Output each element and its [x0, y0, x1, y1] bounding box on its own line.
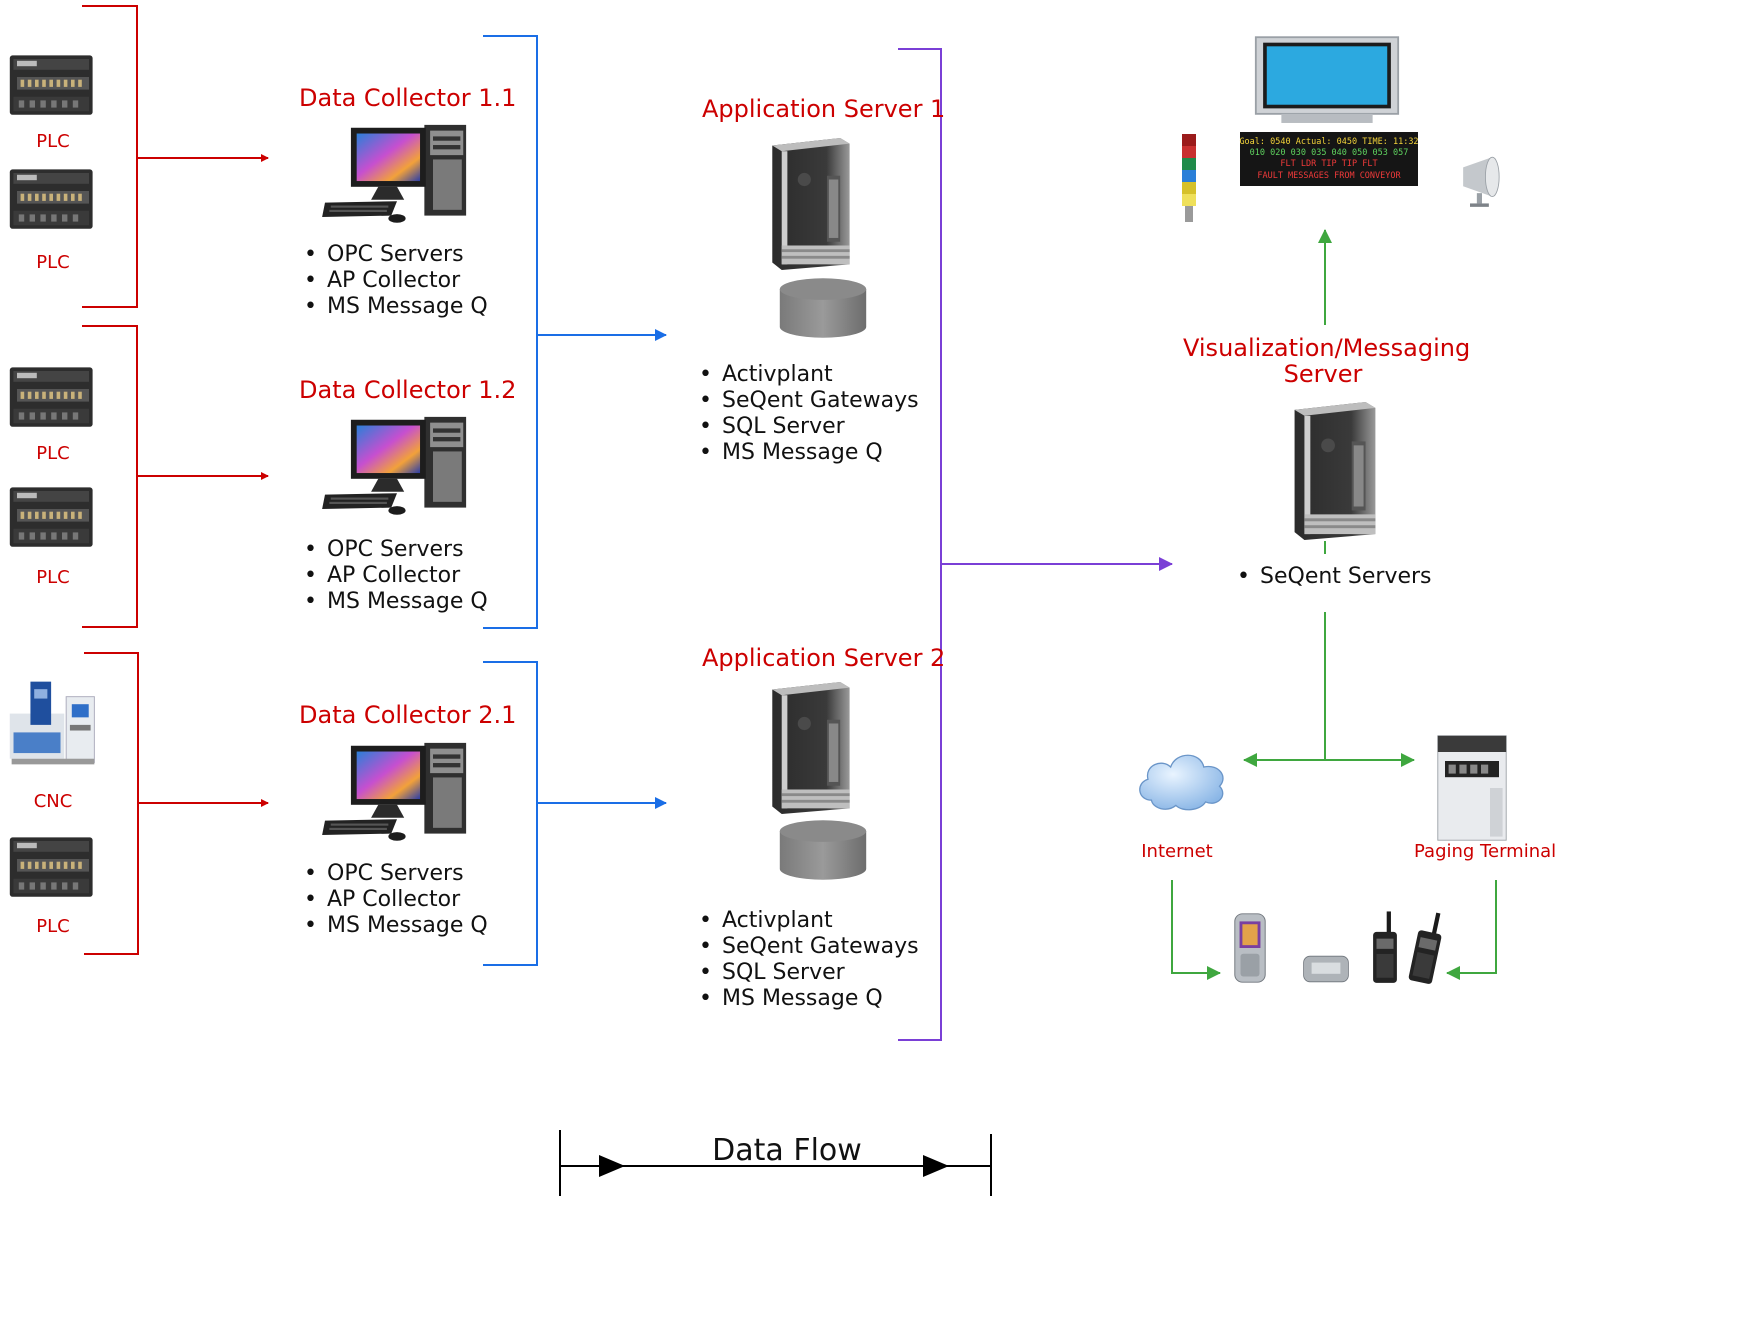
delivery-links: [1171, 229, 1497, 980]
bracket-collectors-1: [483, 35, 538, 629]
device-label-plc: PLC: [36, 567, 70, 588]
collector-title: Data Collector 2.1: [299, 701, 517, 729]
stack-light-icon: [1182, 134, 1196, 222]
desktop-computer-icon: [322, 416, 467, 515]
list-item: AP Collector: [302, 563, 488, 589]
cloud-icon: [1139, 754, 1224, 811]
server-tower-icon: [1294, 402, 1376, 540]
two-way-radio-icon: [1408, 909, 1447, 985]
database-icon: [779, 278, 867, 338]
pager-icon: [1303, 955, 1349, 983]
list-item: SeQent Servers: [1235, 564, 1432, 590]
collector-to-server-links: [483, 35, 667, 966]
arrow-paging-to-radios: [1446, 880, 1497, 980]
list-item: Activplant: [697, 362, 919, 388]
paging-terminal-label: Paging Terminal: [1414, 841, 1557, 862]
internet-label: Internet: [1141, 841, 1213, 862]
plc-icon: [9, 55, 93, 115]
device-label-cnc: CNC: [33, 791, 73, 812]
server-to-viz-links: [898, 48, 1173, 1041]
cell-phone-icon: [1234, 913, 1266, 983]
field-to-collector-links: [82, 5, 269, 955]
bracket-group-1: [82, 5, 138, 308]
field-devices: [9, 55, 95, 897]
horn-speaker-icon: [1462, 156, 1500, 208]
legend-label: Data Flow: [712, 1133, 862, 1168]
collector-computers: [322, 124, 467, 841]
app-server-feature-list: Activplant SeQent Gateways SQL Server MS…: [697, 908, 919, 1012]
data-flow-legend: [559, 1130, 992, 1196]
collector-feature-list: OPC Servers AP Collector MS Message Q: [302, 861, 488, 939]
device-label-plc: PLC: [36, 443, 70, 464]
app-server-title: Application Server 2: [702, 644, 946, 672]
list-item: OPC Servers: [302, 537, 488, 563]
andon-board-row-2: 010 020 030 035 040 050 053 057: [1250, 148, 1409, 158]
desktop-computer-icon: [322, 742, 467, 841]
desktop-computer-icon: [322, 124, 467, 223]
list-item: MS Message Q: [302, 913, 488, 939]
list-item: OPC Servers: [302, 861, 488, 887]
plc-icon: [9, 837, 93, 897]
list-item: SeQent Gateways: [697, 934, 919, 960]
collector-feature-list: OPC Servers AP Collector MS Message Q: [302, 537, 488, 615]
collector-title: Data Collector 1.2: [299, 376, 517, 404]
app-server-title: Application Server 1: [702, 95, 946, 123]
app-server-feature-list: Activplant SeQent Gateways SQL Server MS…: [697, 362, 919, 466]
list-item: SQL Server: [697, 414, 919, 440]
server-tower-icon: [772, 138, 850, 270]
viz-server-title-line-1: Visualization/Messaging: [1183, 334, 1471, 362]
viz-server-title-line-2: Server: [1283, 360, 1363, 388]
device-label-plc: PLC: [36, 252, 70, 273]
monitor-icon: [1254, 36, 1400, 124]
collector-feature-list: OPC Servers AP Collector MS Message Q: [302, 242, 488, 320]
display-outputs: Goal: 0540 Actual: 0450 TIME: 11:32 010 …: [1182, 36, 1500, 222]
paging-terminal-icon: [1437, 735, 1507, 841]
cnc-machine-icon: [9, 681, 95, 765]
andon-board-row-3: FLT LDR TIP TIP FLT: [1280, 159, 1377, 169]
viz-server-feature-list: SeQent Servers: [1235, 564, 1432, 590]
plc-icon: [9, 169, 93, 229]
viz-server-title: Visualization/Messaging Server: [1183, 334, 1471, 388]
list-item: OPC Servers: [302, 242, 488, 268]
bracket-collectors-2: [483, 661, 538, 966]
list-item: SQL Server: [697, 960, 919, 986]
two-way-radio-icon: [1373, 911, 1397, 983]
plc-icon: [9, 367, 93, 427]
plc-icon: [9, 487, 93, 547]
andon-board: Goal: 0540 Actual: 0450 TIME: 11:32 010 …: [1239, 132, 1419, 186]
andon-board-row-1: Goal: 0540 Actual: 0450 TIME: 11:32: [1239, 137, 1418, 147]
list-item: AP Collector: [302, 268, 488, 294]
andon-board-panel: [1240, 132, 1418, 186]
database-icon: [779, 820, 867, 880]
bracket-app-servers: [898, 48, 942, 1041]
collector-title: Data Collector 1.1: [299, 84, 517, 112]
device-label-plc: PLC: [36, 131, 70, 152]
list-item: MS Message Q: [697, 986, 919, 1012]
andon-board-row-4: FAULT MESSAGES FROM CONVEYOR: [1257, 171, 1401, 181]
list-item: AP Collector: [302, 887, 488, 913]
list-item: Activplant: [697, 908, 919, 934]
server-tower-icon: [772, 682, 850, 814]
list-item: MS Message Q: [302, 294, 488, 320]
device-label-plc: PLC: [36, 916, 70, 937]
arrow-internet-to-phone: [1171, 880, 1221, 980]
list-item: MS Message Q: [302, 589, 488, 615]
list-item: SeQent Gateways: [697, 388, 919, 414]
server-hardware: [772, 138, 1376, 880]
list-item: MS Message Q: [697, 440, 919, 466]
